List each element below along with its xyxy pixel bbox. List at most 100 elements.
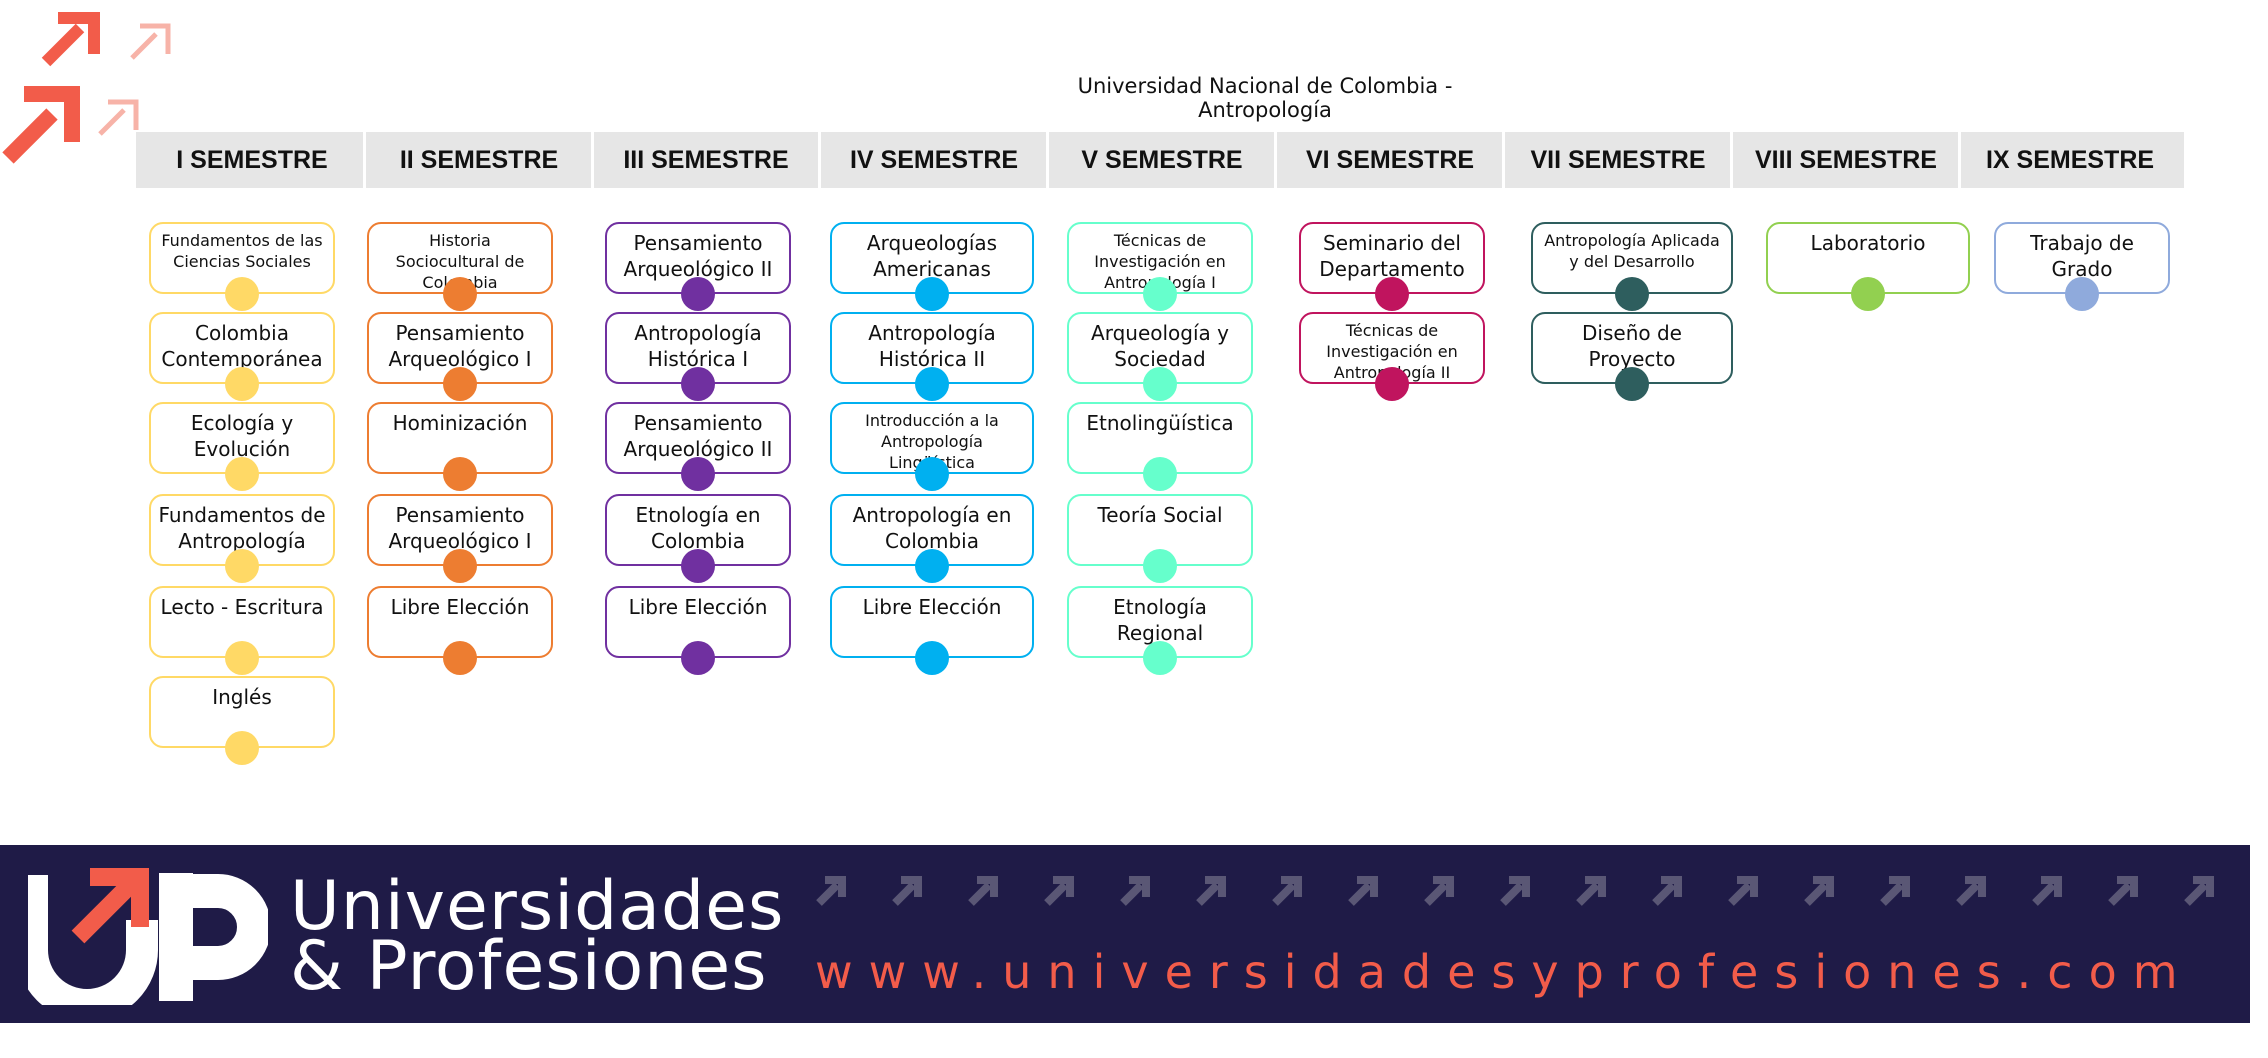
footer-banner: Universidades & Profesiones www.universi…	[0, 845, 2250, 1023]
course-box: Pensamiento Arqueológico I	[367, 494, 553, 566]
brand-line-1: Universidades	[290, 867, 785, 946]
arrow-pattern	[815, 875, 2225, 915]
course-dot	[443, 277, 477, 311]
course-dot	[915, 277, 949, 311]
course-dot	[443, 549, 477, 583]
course-label: Ecología y Evolución	[190, 411, 294, 462]
semester-header: V SEMESTRE	[1081, 146, 1243, 174]
course-label: Laboratorio	[1810, 231, 1926, 255]
course-label: Arqueologías Americanas	[866, 231, 998, 282]
semester-header: VIII SEMESTRE	[1755, 146, 1937, 174]
arrow-up-right-icon	[1196, 876, 1226, 906]
website-url[interactable]: www.universidadesyprofesiones.com	[815, 945, 2194, 999]
course-label: Antropología en Colombia	[852, 503, 1012, 554]
course-label: Fundamentos de Antropología	[158, 503, 326, 554]
course-label: Introducción a la Antropología Lingüísti…	[865, 411, 999, 472]
course-label: Inglés	[212, 685, 272, 709]
course-box: Antropología Aplicada y del Desarrollo	[1531, 222, 1733, 294]
course-dot	[1143, 641, 1177, 675]
course-label: Libre Elección	[390, 595, 530, 619]
arrow-up-right-icon	[1652, 876, 1682, 906]
arrow-up-right-icon	[2032, 876, 2062, 906]
course-dot	[915, 641, 949, 675]
course-dot	[1375, 277, 1409, 311]
arrow-up-right-icon	[2108, 876, 2138, 906]
course-dot	[1851, 277, 1885, 311]
semester-header: VII SEMESTRE	[1530, 146, 1706, 174]
course-dot	[225, 367, 259, 401]
course-box: Arqueologías Americanas	[830, 222, 1034, 294]
course-dot	[1615, 277, 1649, 311]
course-label: Etnología Regional	[1113, 595, 1207, 646]
up-logo	[28, 868, 268, 1005]
course-label: Etnolingüística	[1086, 411, 1234, 435]
arrow-up-right-icon	[1120, 876, 1150, 906]
course-dot	[225, 731, 259, 765]
semester-header-bar: I SEMESTRE II SEMESTRE III SEMESTRE IV S…	[136, 132, 2184, 188]
arrow-up-right-icon	[1500, 876, 1530, 906]
course-dot	[443, 641, 477, 675]
course-dot	[1143, 457, 1177, 491]
arrow-up-right-icon	[1728, 876, 1758, 906]
semester-header: VI SEMESTRE	[1305, 146, 1475, 174]
course-label: Fundamentos de las Ciencias Sociales	[161, 231, 323, 272]
course-label: Antropología Histórica I	[634, 321, 762, 372]
course-label: Libre Elección	[862, 595, 1002, 619]
semester-header: IX SEMESTRE	[1985, 146, 2155, 174]
course-dot	[915, 457, 949, 491]
arrow-up-right-icon	[816, 876, 846, 906]
course-label: Colombia Contemporánea	[161, 321, 323, 372]
semester-header: III SEMESTRE	[623, 146, 789, 174]
arrow-up-right-icon	[130, 23, 171, 60]
course-box: Trabajo de Grado	[1994, 222, 2170, 294]
course-label: Pensamiento Arqueológico I	[388, 321, 532, 372]
course-dot	[225, 641, 259, 675]
course-dot	[1375, 367, 1409, 401]
arrow-up-right-icon	[1424, 876, 1454, 906]
course-box: Teoría Social	[1067, 494, 1253, 566]
semester-header: IV SEMESTRE	[849, 146, 1019, 174]
arrow-up-right-icon	[892, 876, 922, 906]
course-label: Seminario del Departamento	[1319, 231, 1465, 282]
arrow-up-right-icon	[2184, 876, 2214, 906]
course-dot	[681, 457, 715, 491]
course-dot	[915, 367, 949, 401]
course-dot	[2065, 277, 2099, 311]
course-label: Arqueología y Sociedad	[1091, 321, 1229, 372]
course-dot	[681, 277, 715, 311]
course-label: Libre Elección	[628, 595, 768, 619]
course-dot	[225, 277, 259, 311]
course-dot	[443, 457, 477, 491]
course-label: Pensamiento Arqueológico II	[623, 231, 773, 282]
course-dot	[1143, 277, 1177, 311]
course-box: Técnicas de Investigación en Antropologí…	[1299, 312, 1485, 384]
arrow-up-right-icon	[1576, 876, 1606, 906]
arrow-up-right-icon	[1272, 876, 1302, 906]
course-dot	[225, 457, 259, 491]
course-label: Etnología en Colombia	[635, 503, 761, 554]
arrow-up-right-icon	[1880, 876, 1910, 906]
arrow-up-right-icon	[1348, 876, 1378, 906]
arrow-up-right-icon	[98, 99, 139, 136]
brand-line-2: & Profesiones	[290, 927, 768, 1006]
semester-header: I SEMESTRE	[176, 146, 328, 174]
course-label: Pensamiento Arqueológico II	[623, 411, 773, 462]
course-label: Lecto - Escritura	[160, 595, 324, 619]
course-label: Teoría Social	[1097, 503, 1223, 527]
course-label: Hominización	[392, 411, 528, 435]
course-box: Ecología y Evolución	[149, 402, 335, 474]
course-label: Antropología Aplicada y del Desarrollo	[1544, 231, 1720, 272]
course-dot	[1615, 367, 1649, 401]
course-label: Antropología Histórica II	[868, 321, 996, 372]
course-dot	[443, 367, 477, 401]
course-dot	[681, 641, 715, 675]
course-label: Pensamiento Arqueológico I	[388, 503, 532, 554]
arrow-up-right-icon	[41, 12, 100, 67]
course-label: Diseño de Proyecto	[1582, 321, 1682, 372]
course-dot	[225, 549, 259, 583]
course-dot	[681, 549, 715, 583]
course-dot	[915, 549, 949, 583]
arrow-up-right-icon	[1956, 876, 1986, 906]
course-dot	[1143, 549, 1177, 583]
